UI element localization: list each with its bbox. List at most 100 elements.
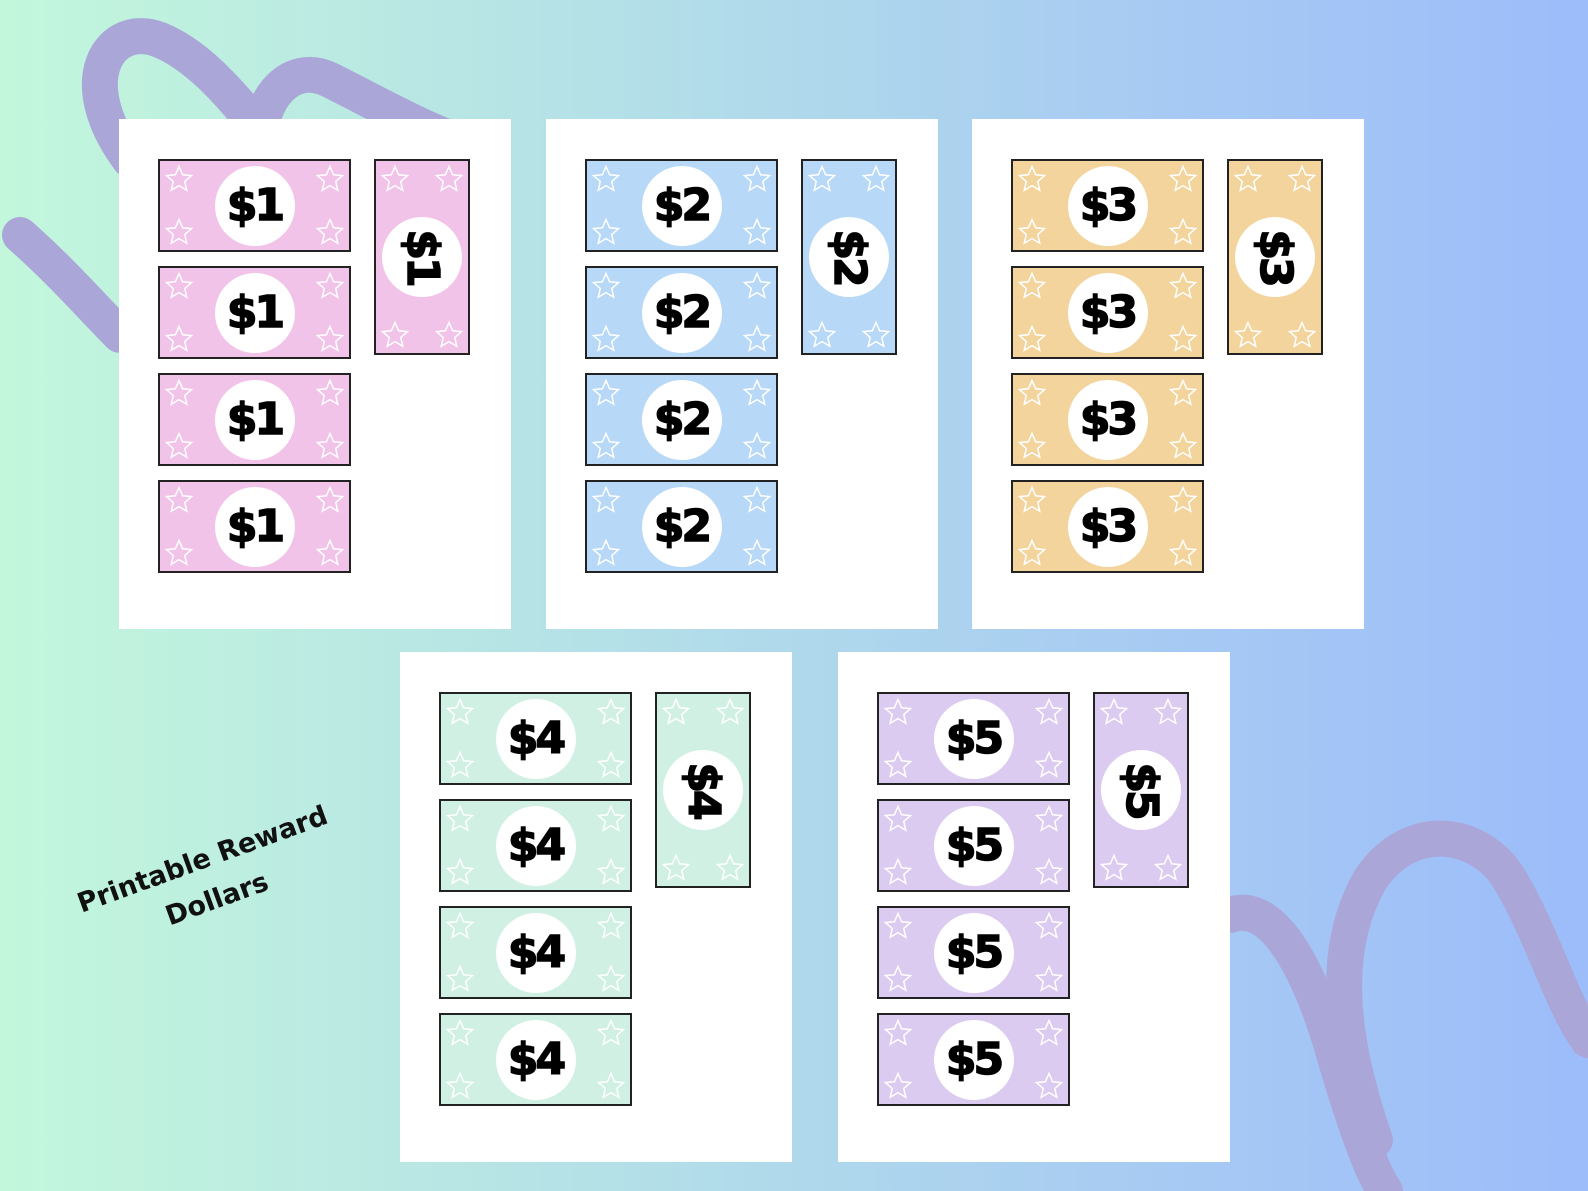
star-icon xyxy=(1168,271,1198,299)
star-icon xyxy=(742,378,772,406)
reward-bill: $2 xyxy=(585,266,778,359)
star-icon xyxy=(1099,697,1129,725)
star-icon xyxy=(164,164,194,192)
star-icon xyxy=(164,378,194,406)
star-icon xyxy=(661,853,691,881)
reward-sheet: $3 $3 $3 $3 $3 xyxy=(972,119,1364,629)
star-icon xyxy=(315,324,345,352)
star-icon xyxy=(596,697,626,725)
reward-bill: $4 xyxy=(439,799,632,892)
bill-amount: $3 xyxy=(1079,500,1139,553)
star-icon xyxy=(591,485,621,513)
star-icon xyxy=(1034,911,1064,939)
bill-amount: $4 xyxy=(507,712,567,765)
star-icon xyxy=(742,485,772,513)
star-icon xyxy=(445,857,475,885)
star-icon xyxy=(445,1071,475,1099)
reward-bill: $3 xyxy=(1011,266,1204,359)
star-icon xyxy=(807,164,837,192)
bill-amount: $3 xyxy=(1079,286,1139,339)
reward-bill: $1 xyxy=(158,480,351,573)
bill-amount: $1 xyxy=(226,179,286,232)
star-icon xyxy=(1034,1071,1064,1099)
star-icon xyxy=(445,697,475,725)
star-icon xyxy=(315,378,345,406)
star-icon xyxy=(596,964,626,992)
reward-bill-vertical: $5 xyxy=(1093,692,1189,888)
bill-amount: $5 xyxy=(945,926,1005,979)
reward-bill: $5 xyxy=(877,799,1070,892)
star-icon xyxy=(596,1071,626,1099)
reward-bill: $2 xyxy=(585,480,778,573)
reward-bill: $1 xyxy=(158,373,351,466)
bill-coin: $4 xyxy=(495,912,576,993)
bill-amount: $4 xyxy=(507,1033,567,1086)
bill-coin: $2 xyxy=(641,272,722,353)
bill-coin: $2 xyxy=(641,486,722,567)
star-icon xyxy=(1017,378,1047,406)
star-icon xyxy=(1034,857,1064,885)
bill-coin: $5 xyxy=(933,698,1014,779)
bill-amount: $2 xyxy=(653,500,713,553)
bill-coin: $3 xyxy=(1067,272,1148,353)
star-icon xyxy=(445,804,475,832)
bill-coin: $2 xyxy=(641,379,722,460)
star-icon xyxy=(1034,697,1064,725)
star-icon xyxy=(591,271,621,299)
star-icon xyxy=(1233,320,1263,348)
star-icon xyxy=(807,320,837,348)
reward-bill: $5 xyxy=(877,906,1070,999)
reward-bill: $3 xyxy=(1011,159,1204,252)
bill-coin: $1 xyxy=(214,379,295,460)
reward-bill-vertical: $4 xyxy=(655,692,751,888)
star-icon xyxy=(380,164,410,192)
star-icon xyxy=(445,750,475,778)
star-icon xyxy=(1034,1018,1064,1046)
reward-bill: $3 xyxy=(1011,373,1204,466)
star-icon xyxy=(315,485,345,513)
bill-amount: $3 xyxy=(1079,393,1139,446)
star-icon xyxy=(315,538,345,566)
star-icon xyxy=(883,1071,913,1099)
reward-sheet: $2$2$2$2$2 xyxy=(546,119,938,629)
star-icon xyxy=(715,853,745,881)
star-icon xyxy=(434,320,464,348)
bill-amount: $3 xyxy=(1249,229,1302,286)
star-icon xyxy=(742,271,772,299)
star-icon xyxy=(883,911,913,939)
star-icon xyxy=(861,320,891,348)
reward-bill-vertical: $2 xyxy=(801,159,897,355)
bill-amount: $4 xyxy=(507,926,567,979)
bill-amount: $2 xyxy=(823,229,876,286)
star-icon xyxy=(315,164,345,192)
star-icon xyxy=(164,485,194,513)
star-icon xyxy=(1168,485,1198,513)
reward-bill: $1 xyxy=(158,159,351,252)
reward-bill: $4 xyxy=(439,692,632,785)
reward-sheet: $1 $1 $1 $1 $1 xyxy=(119,119,511,629)
star-icon xyxy=(164,538,194,566)
star-icon xyxy=(1168,431,1198,459)
bill-amount: $4 xyxy=(677,762,730,819)
bill-coin: $4 xyxy=(663,750,743,830)
star-icon xyxy=(883,697,913,725)
bill-coin: $1 xyxy=(382,217,462,297)
star-icon xyxy=(1099,853,1129,881)
star-icon xyxy=(1153,697,1183,725)
star-icon xyxy=(1233,164,1263,192)
bill-coin: $5 xyxy=(933,912,1014,993)
star-icon xyxy=(315,431,345,459)
reward-bill: $1 xyxy=(158,266,351,359)
star-icon xyxy=(591,378,621,406)
star-icon xyxy=(1153,853,1183,881)
star-icon xyxy=(883,750,913,778)
star-icon xyxy=(883,804,913,832)
bill-coin: $3 xyxy=(1067,379,1148,460)
star-icon xyxy=(742,538,772,566)
bill-coin: $5 xyxy=(933,805,1014,886)
bill-coin: $4 xyxy=(495,805,576,886)
bill-amount: $2 xyxy=(653,393,713,446)
star-icon xyxy=(591,217,621,245)
star-icon xyxy=(591,538,621,566)
bill-coin: $2 xyxy=(809,217,889,297)
